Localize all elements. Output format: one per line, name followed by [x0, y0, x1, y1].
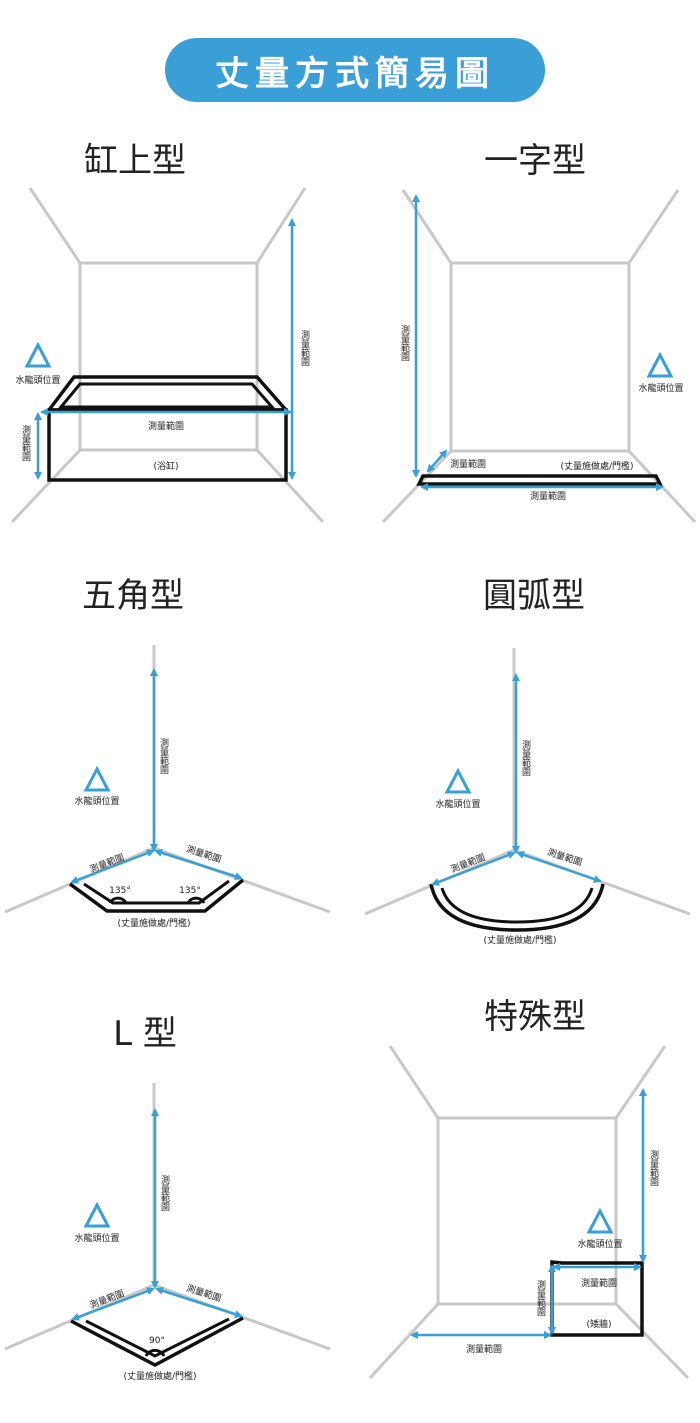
room-walls-l-shape [4, 1083, 331, 1351]
pentagon-threshold [68, 878, 245, 913]
depth-arrow-straight [426, 449, 448, 473]
measure-label-special-wall: 測量範圍 [581, 1277, 617, 1289]
right-arrow-arc [516, 851, 602, 883]
measure-label-special-height: 測量範圍 [648, 1149, 659, 1187]
section-title-l-shape: L 型 [113, 1014, 177, 1054]
faucet-label-pentagon: 水龍頭位置 [74, 795, 119, 807]
angle-label-l: 90° [149, 1336, 165, 1346]
faucet-triangle-icon [646, 351, 674, 378]
left-arrow-arc [431, 851, 516, 886]
threshold-label-straight: (丈量施做處/門檻) [560, 460, 633, 472]
room-walls-straight [381, 189, 697, 524]
faucet-triangle-icon [83, 765, 111, 792]
faucet-label-arc: 水龍頭位置 [435, 798, 480, 810]
angle-label-right: 135° [179, 886, 201, 896]
section-title-tub: 缸上型 [84, 141, 186, 181]
faucet-triangle-icon [586, 1207, 614, 1234]
measure-label-straight-height: 測量範圍 [399, 324, 410, 362]
section-straight: 一字型 測量範圍 測量範圍 (丈量施做處/門檻) 測量範圍 水龍頭位置 [381, 141, 697, 524]
section-special: 特殊型 測量範圍 測量範圍 測量範圍 (矮牆) 測量範圍 水龍頭位置 [368, 997, 690, 1380]
threshold-label-l-shape: (丈量施做處/門檻) [123, 1370, 196, 1382]
left-arrow-l-shape [71, 1287, 155, 1321]
room-walls-special [368, 1045, 690, 1380]
section-title-straight: 一字型 [484, 141, 586, 181]
measure-label-pentagon-height: 測量範圍 [158, 737, 169, 775]
arc-threshold [429, 883, 605, 932]
short-wall-label: (矮牆) [586, 1318, 611, 1330]
measure-label-special-side: 測量範圍 [535, 1279, 546, 1317]
room-walls-arc [364, 648, 691, 916]
faucet-label-straight: 水龍頭位置 [638, 382, 683, 394]
l-shape-threshold [70, 1316, 244, 1367]
measure-label-tub-height: 測量範圍 [299, 329, 310, 367]
measure-label-straight-depth: 測量範圍 [450, 458, 486, 470]
room-walls-tub [10, 187, 325, 524]
measure-label-special-floor: 測量範圍 [466, 1343, 502, 1355]
page-title: 丈量方式簡易圖 [165, 38, 545, 102]
section-tub: 缸上型 測量範圍 (浴缸) 測量範圍 測量範圍 水龍頭位置 [10, 141, 325, 524]
angle-arc-l [144, 1348, 166, 1357]
section-pentagon: 五角型 測量範圍 測量範圍 測量範圍 135° 135° (丈量施做處/門檻) … [4, 576, 331, 929]
measure-label-arc-height: 測量範圍 [520, 739, 531, 777]
measure-label-pentagon-left: 測量範圍 [88, 851, 126, 875]
faucet-triangle-icon [24, 341, 52, 368]
right-arrow-l-shape [155, 1287, 243, 1318]
threshold-label-pentagon: (丈量施做處/門檻) [117, 917, 190, 929]
bathtub-label: (浴缸) [153, 460, 178, 472]
left-arrow-pentagon [70, 849, 155, 884]
measure-label-tub-width: 測量範圍 [148, 420, 184, 432]
angle-label-left: 135° [109, 886, 131, 896]
faucet-label-l-shape: 水龍頭位置 [74, 1232, 119, 1244]
measure-label-l-left: 測量範圍 [88, 1287, 126, 1311]
measure-label-l-height: 測量範圍 [159, 1174, 170, 1212]
section-arc: 圓弧型 測量範圍 測量範圍 測量範圍 (丈量施做處/門檻) 水龍頭位置 [364, 576, 691, 946]
faucet-label-tub: 水龍頭位置 [15, 374, 60, 386]
section-title-arc: 圓弧型 [483, 576, 585, 616]
threshold-label-arc: (丈量施做處/門檻) [483, 934, 556, 946]
threshold-outline-straight [416, 474, 663, 486]
measure-label-straight-width: 測量範圍 [530, 490, 566, 502]
faucet-label-special: 水龍頭位置 [577, 1238, 622, 1250]
faucet-triangle-icon [83, 1201, 111, 1228]
section-title-special: 特殊型 [484, 997, 586, 1037]
angle-arc-left [108, 896, 128, 904]
angle-arc-right [186, 896, 206, 904]
room-walls-pentagon [4, 645, 331, 914]
faucet-triangle-icon [444, 767, 472, 794]
section-title-pentagon: 五角型 [82, 576, 184, 616]
section-l-shape: L 型 測量範圍 測量範圍 測量範圍 90° (丈量施做處/門檻) 水龍頭位置 [4, 1014, 331, 1382]
right-arrow-pentagon [154, 849, 243, 880]
measure-label-tub-side: 測量範圍 [20, 424, 31, 462]
